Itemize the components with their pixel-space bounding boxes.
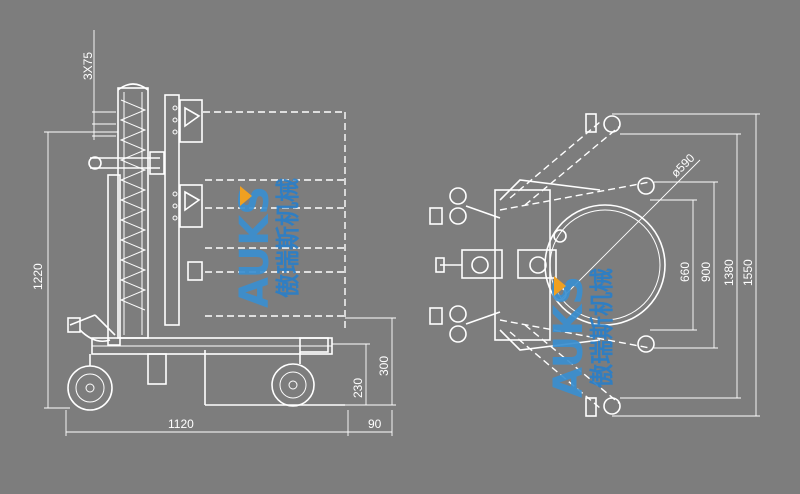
clamp-carriage bbox=[164, 94, 203, 326]
watermark-accent-right bbox=[554, 276, 566, 296]
dim-1220: 1220 bbox=[31, 131, 118, 409]
drum-circle bbox=[544, 204, 666, 326]
dim-1120: 1120 bbox=[65, 410, 349, 436]
dim-230: 230 bbox=[332, 343, 370, 405]
chassis bbox=[91, 337, 333, 385]
dim-300: 300 bbox=[345, 317, 396, 406]
dim-900: 900 bbox=[654, 181, 718, 349]
watermark-left: AUKS 傲瑞斯机械 bbox=[232, 178, 302, 308]
watermark-cn-left: 傲瑞斯机械 bbox=[274, 178, 302, 298]
dim-1120-label: 1120 bbox=[168, 417, 194, 431]
dim-660-label: 660 bbox=[678, 262, 692, 282]
dim-230-label: 230 bbox=[351, 378, 365, 398]
dim-1550: 1550 bbox=[612, 113, 760, 417]
dim-dia590-label: ø590 bbox=[668, 151, 697, 180]
top-view: ø590 660 900 1380 1550 bbox=[429, 113, 760, 417]
dim-90: 90 bbox=[348, 410, 393, 436]
watermark-cn-right: 傲瑞斯机械 bbox=[588, 268, 616, 388]
handle bbox=[88, 151, 165, 175]
rear-wheel bbox=[67, 354, 113, 411]
lift-chain bbox=[119, 99, 147, 311]
dim-660: 660 bbox=[650, 199, 697, 331]
guide-pads bbox=[429, 187, 501, 343]
side-view: 3X75 1220 1120 90 300 bbox=[31, 30, 396, 436]
watermark-logo-left: AUKS bbox=[232, 186, 278, 308]
watermark-accent-left bbox=[240, 186, 252, 206]
watermark-logo-right: AUKS bbox=[546, 276, 592, 398]
dim-90-label: 90 bbox=[368, 417, 382, 431]
dim-1380-label: 1380 bbox=[722, 259, 736, 286]
drum-outline bbox=[203, 111, 346, 406]
clamp-head bbox=[494, 189, 551, 341]
dim-3x75-label: 3X75 bbox=[81, 52, 95, 80]
dim-900-label: 900 bbox=[699, 262, 713, 282]
foot-pedal bbox=[67, 314, 116, 343]
dim-1550-label: 1550 bbox=[741, 259, 755, 286]
dim-3x75: 3X75 bbox=[81, 30, 116, 140]
dim-300-label: 300 bbox=[377, 356, 391, 376]
dim-1220-label: 1220 bbox=[31, 263, 45, 290]
dim-1380: 1380 bbox=[620, 133, 741, 399]
front-wheel bbox=[271, 352, 315, 407]
clamp-arms-open bbox=[499, 121, 651, 409]
watermark-right: AUKS 傲瑞斯机械 bbox=[546, 268, 616, 398]
